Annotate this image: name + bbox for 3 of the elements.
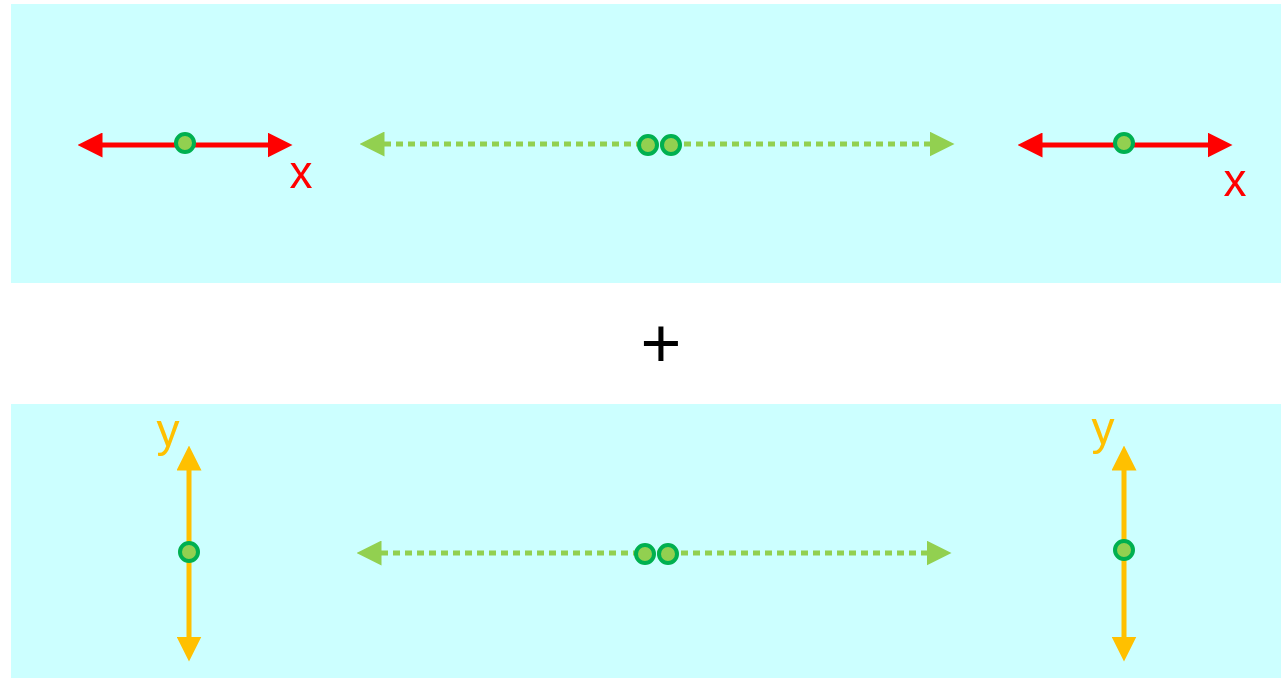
axis-label: x — [1223, 157, 1247, 203]
plus-sign: + — [640, 308, 682, 378]
axis-label: x — [289, 149, 313, 195]
